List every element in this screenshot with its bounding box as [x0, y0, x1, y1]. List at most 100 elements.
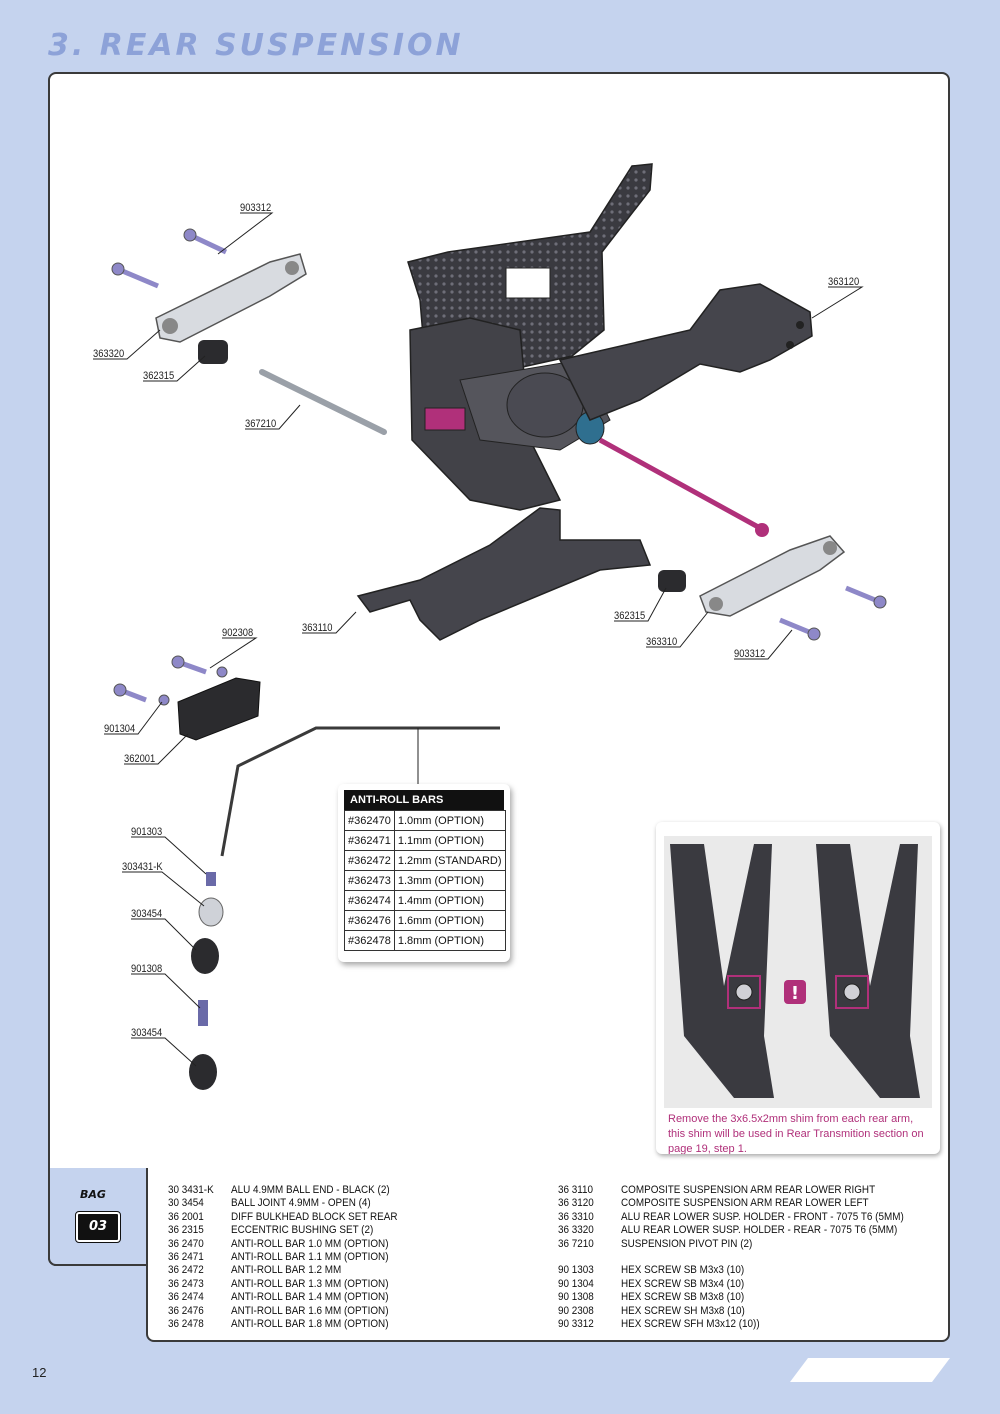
screws: [111, 228, 887, 706]
list-item: 90 1303 HEX SCREW SB M3x3 (10): [558, 1264, 904, 1277]
part-description: ANTI-ROLL BAR 1.4 MM (OPTION): [231, 1291, 389, 1304]
callout-c9: 903312: [734, 648, 766, 660]
part-description: SUSPENSION PIVOT PIN (2): [621, 1237, 753, 1250]
bulkhead-362001: [177, 677, 261, 741]
part-number: 36 2474: [168, 1291, 204, 1304]
part-description: HEX SCREW SB M3x4 (10): [621, 1277, 745, 1290]
part-description: COMPOSITE SUSPENSION ARM REAR LOWER RIGH…: [621, 1184, 876, 1196]
part-number: 90 3312: [558, 1317, 594, 1330]
parts-list-left: 30 3431-K ALU 4.9MM BALL END - BLACK (2) 3…: [168, 1184, 398, 1331]
part-number: 36 3120: [558, 1197, 594, 1210]
part-number: 36 2473: [168, 1277, 204, 1290]
callout-c5: 367210: [245, 418, 277, 430]
part-number: 36 2001: [168, 1210, 204, 1223]
bar-size: 1.4mm (OPTION): [393, 890, 506, 911]
callout-c4: 362315: [143, 370, 175, 382]
part-description: ANTI-ROLL BAR 1.8 MM (OPTION): [231, 1317, 389, 1330]
callout-c6: 363110: [302, 622, 333, 634]
bar-size: 1.8mm (OPTION): [393, 930, 506, 951]
bar-size: 1.1mm (OPTION): [393, 830, 506, 851]
part-description: ANTI-ROLL BAR 1.2 MM: [231, 1264, 342, 1277]
part-description: ANTI-ROLL BAR 1.1 MM (OPTION): [231, 1250, 389, 1263]
callout-c17: 303454: [131, 1027, 163, 1039]
page-title: 3. REAR SUSPENSION: [48, 28, 464, 63]
list-item: 36 3110 COMPOSITE SUSPENSION ARM REAR LOW…: [558, 1184, 904, 1197]
part-code: #362476: [344, 910, 395, 931]
bar-size: 1.3mm (OPTION): [393, 870, 506, 891]
part-code: #362474: [344, 890, 395, 911]
arm-363110: [356, 507, 652, 641]
shim-note-text: Remove the 3x6.5x2mm shim from each rear…: [668, 1113, 924, 1154]
part-description: ANTI-ROLL BAR 1.0 MM (OPTION): [231, 1237, 389, 1250]
shim-note-box: ! Remove the 3x6.5x2mm shim from each re…: [656, 822, 940, 1154]
part-number: 30 3431-K: [168, 1184, 214, 1196]
callout-c13: 901303: [131, 826, 163, 838]
part-number: 90 1303: [558, 1264, 594, 1277]
part-description: ALU REAR LOWER SUSP. HOLDER - FRONT - 70…: [621, 1210, 904, 1223]
part-description: HEX SCREW SFH M3x12 (10)): [621, 1317, 760, 1330]
alu-holder-rear: [155, 253, 307, 343]
part-number: 30 3454: [168, 1197, 204, 1210]
part-number: 90 2308: [558, 1304, 594, 1317]
part-description: ECCENTRIC BUSHING SET (2): [231, 1224, 374, 1237]
callout-c7: 362315: [614, 610, 646, 622]
callout-c1: 903312: [240, 202, 272, 214]
callout-c12: 362001: [124, 753, 156, 765]
part-number: 36 2472: [168, 1264, 204, 1277]
warning-icon: !: [791, 983, 799, 1004]
part-code: #362473: [344, 870, 395, 891]
list-item: 36 3310 ALU REAR LOWER SUSP. HOLDER - FRO…: [558, 1211, 904, 1224]
callout-c2: 363120: [828, 276, 860, 288]
table-header: ANTI-ROLL BARS: [344, 790, 504, 810]
list-item: 90 2308 HEX SCREW SH M3x8 (10): [558, 1305, 904, 1318]
part-description: HEX SCREW SB M3x3 (10): [621, 1264, 745, 1277]
callout-c11: 901304: [104, 723, 136, 735]
page-number: 12: [32, 1365, 47, 1380]
part-number: 36 2478: [168, 1317, 204, 1330]
part-description: HEX SCREW SH M3x8 (10): [621, 1304, 745, 1317]
part-number: 36 2476: [168, 1304, 204, 1317]
part-number: 36 3310: [558, 1210, 594, 1223]
part-description: ALU 4.9MM BALL END - BLACK (2): [231, 1184, 390, 1196]
callout-c14: 303431-K: [122, 861, 163, 873]
bar-size: 1.0mm (OPTION): [393, 810, 506, 831]
part-description: ALU REAR LOWER SUSP. HOLDER - REAR - 707…: [621, 1224, 898, 1237]
parts-list-right: 36 3110 COMPOSITE SUSPENSION ARM REAR LOW…: [558, 1184, 904, 1331]
list-item: 36 2474 ANTI-ROLL BAR 1.4 MM (OPTION): [168, 1291, 398, 1304]
bag-number: 03: [75, 1211, 121, 1243]
list-item: 36 3320 ALU REAR LOWER SUSP. HOLDER - REA…: [558, 1224, 904, 1237]
callout-c3: 363320: [93, 348, 125, 360]
list-item: 36 2315 ECCENTRIC BUSHING SET (2): [168, 1224, 398, 1237]
part-number: 36 3110: [558, 1184, 594, 1196]
xray-logo: [790, 1358, 950, 1382]
part-number: 36 3320: [558, 1224, 594, 1237]
anti-roll-bar: [220, 726, 500, 857]
part-description: ANTI-ROLL BAR 1.3 MM (OPTION): [231, 1277, 389, 1290]
part-number: 90 1304: [558, 1277, 594, 1290]
bar-size: 1.6mm (OPTION): [393, 910, 506, 931]
list-item: 36 2473 ANTI-ROLL BAR 1.3 MM (OPTION): [168, 1278, 398, 1291]
alu-holder-front: [699, 535, 846, 617]
callout-c16: 901308: [131, 963, 163, 975]
list-item: 36 2478 ANTI-ROLL BAR 1.8 MM (OPTION): [168, 1318, 398, 1331]
part-code: #362478: [344, 930, 395, 951]
part-code: #362471: [344, 830, 395, 851]
part-number: 36 2315: [168, 1224, 204, 1237]
part-description: BALL JOINT 4.9MM - OPEN (4): [231, 1197, 371, 1210]
